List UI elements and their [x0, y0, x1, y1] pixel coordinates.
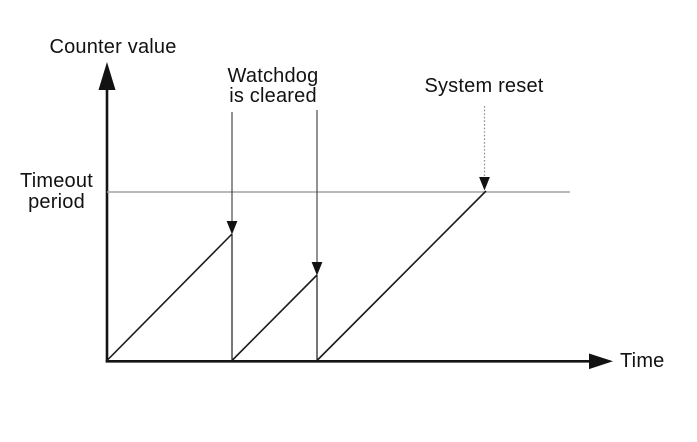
timeout-period-label-line1: Timeout — [20, 170, 93, 192]
y-axis-arrowhead — [98, 62, 116, 90]
counter-ramp-1 — [106, 233, 233, 362]
timeout-period-label-line2: period — [28, 191, 85, 213]
x-axis-label: Time — [620, 350, 665, 372]
watchdog-cleared-annotation: Watchdog is cleared — [193, 66, 353, 106]
watchdog-arrowhead-1 — [226, 221, 238, 235]
timeout-period-label: Timeout period — [4, 171, 109, 213]
x-axis-arrowhead — [589, 353, 613, 370]
system-reset-arrowhead — [479, 177, 490, 191]
counter-ramp-3 — [316, 190, 487, 362]
counter-ramp-2 — [231, 274, 318, 362]
system-reset-annotation: System reset — [424, 75, 544, 97]
watchdog-cleared-annotation-line1: Watchdog — [227, 65, 319, 87]
watchdog-arrowhead-2 — [311, 262, 323, 276]
y-axis-label: Counter value — [49, 36, 177, 58]
watchdog-cleared-annotation-line2: is cleared — [229, 85, 317, 107]
